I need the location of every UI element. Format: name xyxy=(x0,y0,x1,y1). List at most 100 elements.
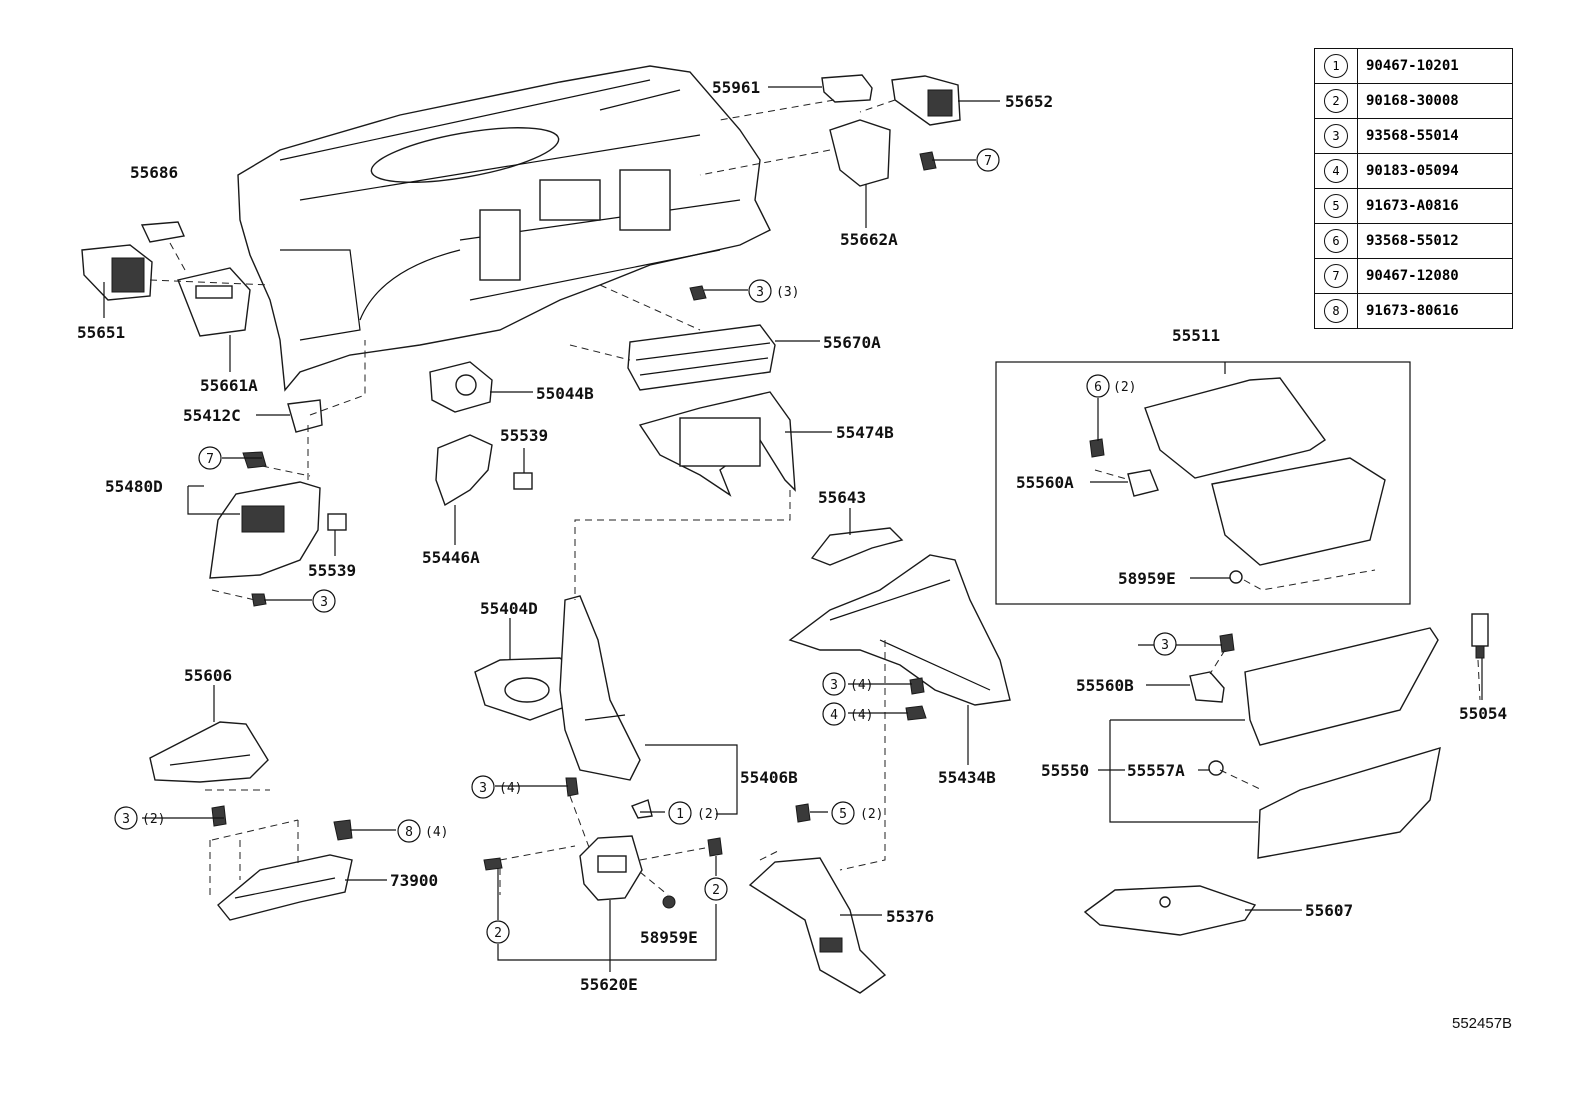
label-55560B: 55560B xyxy=(1076,676,1134,695)
legend-row: 4 90183-05094 xyxy=(1314,153,1513,189)
legend-number: 8 xyxy=(1324,299,1348,323)
label-55670A: 55670A xyxy=(823,333,881,352)
part-55652-drawing xyxy=(891,75,961,126)
label-55686: 55686 xyxy=(130,163,178,182)
part-55607-drawing xyxy=(1083,885,1257,936)
callout-6-qty: (2) xyxy=(1113,380,1136,395)
part-55434B-drawing xyxy=(788,554,1011,706)
part-55539-lower-drawing xyxy=(327,513,347,531)
callout-1: 1 xyxy=(676,807,684,822)
part-55670A-drawing xyxy=(627,324,776,391)
label-55376: 55376 xyxy=(886,907,934,926)
part-55651-drawing xyxy=(81,244,153,301)
callout-3-d-qty: (4) xyxy=(499,781,522,796)
legend-part-code: 91673-A0816 xyxy=(1357,188,1513,224)
screw-near-55406B-drawing xyxy=(565,777,579,797)
callout-8: 8 xyxy=(405,825,413,840)
clip-near-55652-drawing xyxy=(919,151,937,171)
callout-3-e-qty: (4) xyxy=(850,678,873,693)
clip-1-drawing xyxy=(631,799,653,819)
label-55539-lower: 55539 xyxy=(308,561,356,580)
legend-number: 5 xyxy=(1324,194,1348,218)
callout-3-f: 3 xyxy=(1161,638,1169,653)
legend-row: 6 93568-55012 xyxy=(1314,223,1513,259)
label-55511: 55511 xyxy=(1172,326,1220,345)
callout-2-right: 2 xyxy=(712,883,720,898)
legend-number: 3 xyxy=(1324,124,1348,148)
part-55044B-drawing xyxy=(429,361,493,413)
clip-58959E-bottom-drawing xyxy=(662,895,676,909)
label-55404D: 55404D xyxy=(480,599,538,618)
label-58959E-upper: 58959E xyxy=(1118,569,1176,588)
callout-7-upper: 7 xyxy=(984,154,992,169)
legend-part-code: 91673-80616 xyxy=(1357,293,1513,329)
legend-part-code: 93568-55012 xyxy=(1357,223,1513,259)
part-55560A-drawing xyxy=(1127,469,1159,497)
label-55434B: 55434B xyxy=(938,768,996,787)
callout-3-a: 3 xyxy=(756,285,764,300)
label-73900: 73900 xyxy=(390,871,438,890)
label-55044B: 55044B xyxy=(536,384,594,403)
part-55376-drawing xyxy=(748,857,887,994)
legend-number: 6 xyxy=(1324,229,1348,253)
callout-3-b: 3 xyxy=(320,595,328,610)
callout-6: 6 xyxy=(1094,380,1102,395)
label-55539-upper: 55539 xyxy=(500,426,548,445)
screw-under-55480D-drawing xyxy=(251,593,267,607)
label-55550: 55550 xyxy=(1041,761,1089,780)
label-55412C: 55412C xyxy=(183,406,241,425)
callout-3-a-qty: (3) xyxy=(776,285,799,300)
part-55446A-drawing xyxy=(435,434,493,507)
label-55474B: 55474B xyxy=(836,423,894,442)
circled-callouts: 7 3 (3) 7 3 6 (2) 3 3 (4) 4 (4) 3 (4) 1 … xyxy=(114,148,1177,944)
part-55606-drawing xyxy=(149,721,269,783)
clip-58959E-top-drawing xyxy=(1229,570,1243,584)
label-55652: 55652 xyxy=(1005,92,1053,111)
label-55560A: 55560A xyxy=(1016,473,1074,492)
callout-5-qty: (2) xyxy=(860,807,883,822)
clip-5-drawing xyxy=(795,803,811,823)
legend-row: 8 91673-80616 xyxy=(1314,293,1513,329)
figure-id: 552457B xyxy=(1452,1015,1513,1032)
part-55557A-drawing xyxy=(1208,760,1224,776)
part-number-labels: 55961 55652 55662A 55686 55651 55661A 55… xyxy=(77,78,1507,994)
legend-part-code: 90467-12080 xyxy=(1357,258,1513,294)
bolt-3-near-55434B-drawing xyxy=(909,677,925,695)
leader-lines xyxy=(103,86,1483,972)
label-55606: 55606 xyxy=(184,666,232,685)
label-58959E-lower: 58959E xyxy=(640,928,698,947)
label-55651: 55651 xyxy=(77,323,125,342)
assembly-dashed-lines xyxy=(149,99,1481,896)
label-55446A: 55446A xyxy=(422,548,480,567)
part-55480D-drawing xyxy=(209,481,321,579)
clip-6-drawing xyxy=(1089,438,1105,458)
part-55474B-drawing xyxy=(638,391,796,497)
legend-number: 4 xyxy=(1324,159,1348,183)
callout-3-c-qty: (2) xyxy=(142,812,165,827)
label-55607: 55607 xyxy=(1305,901,1353,920)
screw-under-55606-drawing xyxy=(211,805,227,827)
part-55550-drawing xyxy=(1244,627,1441,859)
label-55406B: 55406B xyxy=(740,768,798,787)
legend-number: 7 xyxy=(1324,264,1348,288)
part-55662A-drawing xyxy=(829,119,891,187)
legend-part-code: 90183-05094 xyxy=(1357,153,1513,189)
legend-row: 3 93568-55014 xyxy=(1314,118,1513,154)
label-55643: 55643 xyxy=(818,488,866,507)
label-55557A: 55557A xyxy=(1127,761,1185,780)
bolt-3-near-55560B-drawing xyxy=(1219,633,1235,653)
callout-5: 5 xyxy=(839,807,847,822)
bolt-near-55670A-drawing xyxy=(689,285,707,301)
screw-8-drawing xyxy=(333,819,353,841)
legend-part-code: 93568-55014 xyxy=(1357,118,1513,154)
callout-1-qty: (2) xyxy=(697,807,720,822)
part-55404D-drawing xyxy=(474,657,576,721)
part-55560B-drawing xyxy=(1189,671,1225,703)
label-55480D: 55480D xyxy=(105,477,163,496)
callout-4: 4 xyxy=(830,708,838,723)
callout-4-qty: (4) xyxy=(850,708,873,723)
callout-3-d: 3 xyxy=(479,781,487,796)
part-55643-drawing xyxy=(810,527,904,566)
part-55406B-drawing xyxy=(559,595,641,781)
